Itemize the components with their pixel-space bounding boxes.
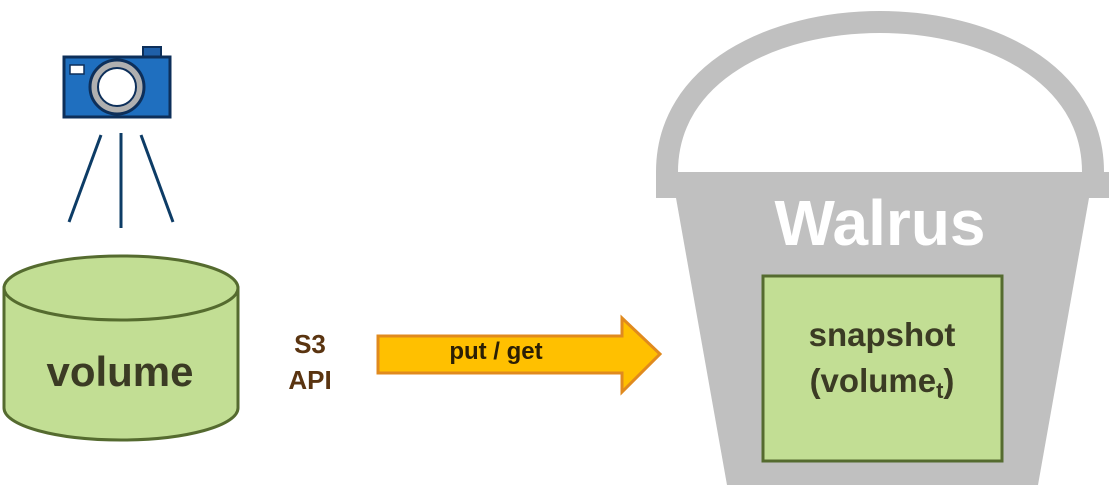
s3-api-line1: S3 [294, 329, 326, 359]
put-get-label: put / get [449, 338, 543, 365]
snapshot-line2: (volumet) [764, 358, 1000, 404]
snapshot-line2-main: (volume [809, 362, 937, 399]
bucket-label: Walrus [774, 187, 986, 259]
put-get-arrow [376, 314, 663, 396]
volume-label: volume [46, 348, 194, 395]
camera-rays [67, 133, 175, 228]
snapshot-label: snapshot (volumet) [764, 312, 1000, 404]
snapshot-line2-subscript: t [936, 378, 944, 403]
volume-cylinder [2, 254, 240, 442]
snapshot-line2-close: ) [943, 362, 955, 399]
s3-api-line2: API [288, 365, 332, 395]
snapshot-line1: snapshot [808, 316, 956, 353]
snapshot-box [761, 274, 1004, 463]
camera-icon [62, 46, 172, 119]
s3-api-label: S3 API [270, 326, 350, 398]
